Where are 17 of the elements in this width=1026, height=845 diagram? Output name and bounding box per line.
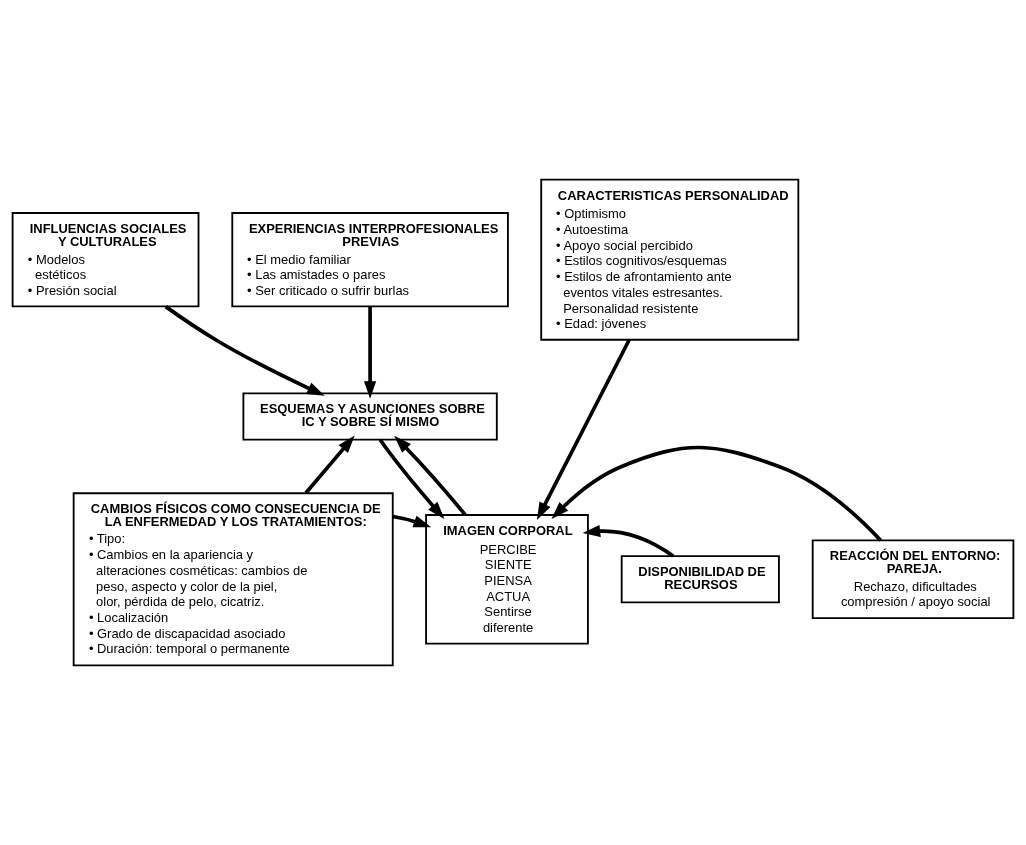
- node-box: CARACTERISTICAS PERSONALIDAD • Optimismo • Autoestima • Apoyo social percibido • Estilos cognitivos/esquemas • Estilos de afrontamiento ante eventos vitales estresantes. Personalidad resistente • Edad: jóvenes: [540, 178, 800, 341]
- arrow: [536, 339, 631, 520]
- node-box: INFLUENCIAS SOCIALES Y CULTURALES • Modelos estéticos • Presión social: [11, 212, 200, 308]
- arrow: [304, 435, 355, 495]
- node-box: IMAGEN CORPORAL PERCIBE SIENTE PIENSA ACTUA Sentirse diferente: [425, 514, 589, 645]
- arrow: [551, 445, 882, 542]
- node-box: CAMBIOS FÍSICOS COMO CONSECUENCIA DE LA ENFERMEDAD Y LOS TRATAMIENTOS: • Tipo: • Cambios en la apariencia y alteraciones cosméticas: cambios de peso, aspecto y color de la piel, olor, pérdida de pelo, cicatriz. • Localización • Grado de discapacidad asociado • Duración: temporal o permanente: [72, 492, 394, 667]
- arrow: [378, 438, 445, 520]
- node-box: EXPERIENCIAS INTERPROFESIONALES PREVIAS • El medio familiar • Las amistades o pares • Ser criticado o sufrir burlas: [231, 212, 509, 308]
- node-box: REACCIÓN DEL ENTORNO: PAREJA. Rechazo, dificultades compresión / apoyo social: [811, 539, 1015, 620]
- node-box: DISPONIBILIDAD DE RECURSOS: [620, 555, 780, 604]
- arrow: [582, 524, 675, 558]
- arrow: [164, 305, 325, 396]
- node-box: ESQUEMAS Y ASUNCIONES SOBRE IC Y SOBRE SÍ MISMO: [242, 392, 498, 441]
- arrow: [392, 514, 432, 528]
- arrow: [394, 435, 467, 517]
- arrow: [363, 306, 377, 399]
